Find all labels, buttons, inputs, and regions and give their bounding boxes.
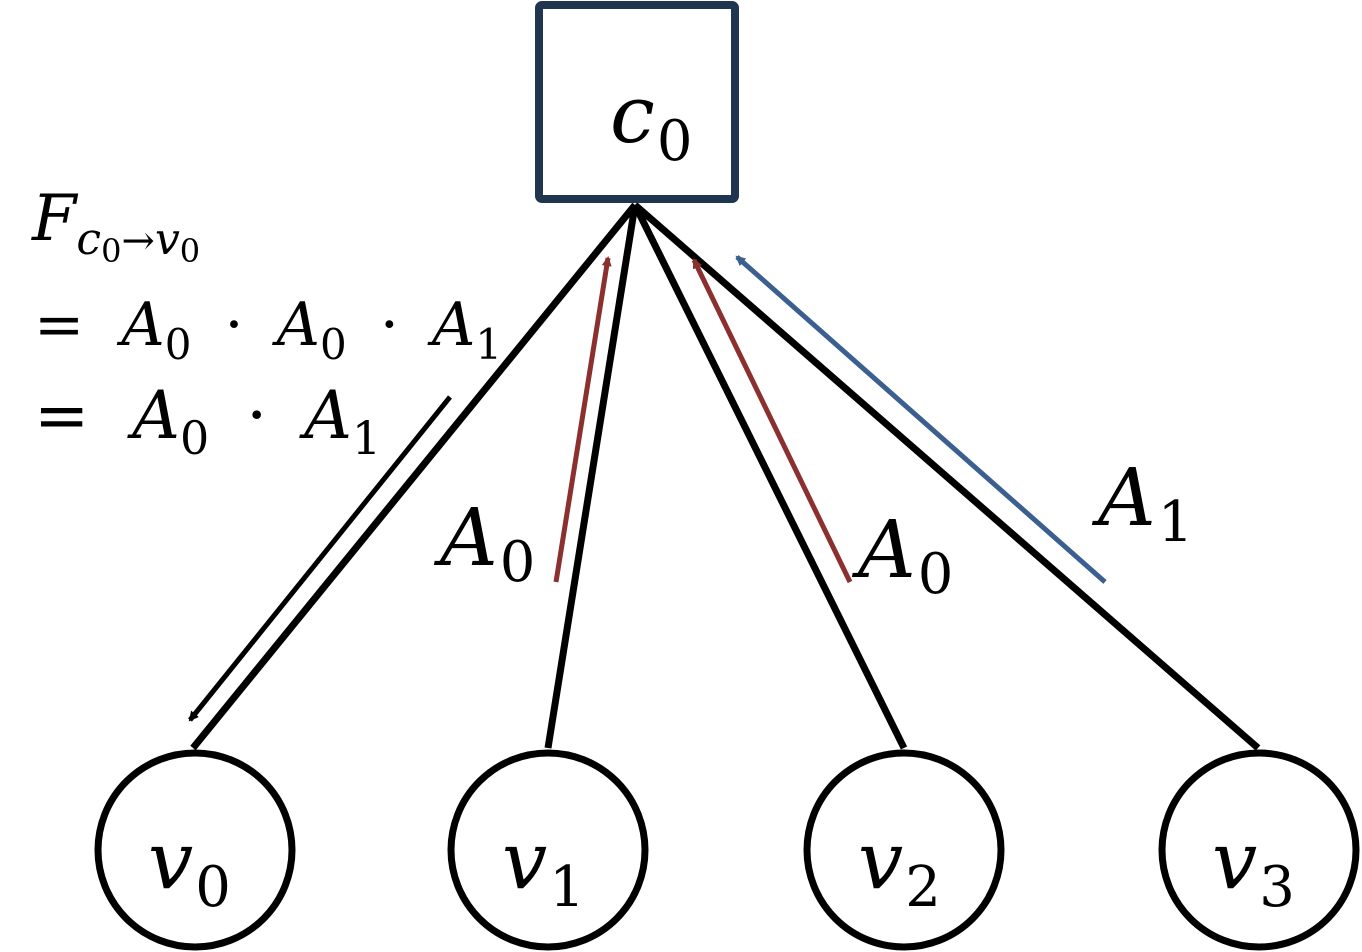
equation-line-1: = A0 · A0 · A1 — [34, 290, 502, 374]
factor-label: c0 — [610, 68, 692, 174]
edge-c0-v1 — [544, 204, 639, 749]
outgoing-message-label: Fc0→v0 — [31, 182, 200, 270]
message-arrow-c0-to-v0 — [188, 395, 452, 722]
edge-c0-v2 — [631, 203, 908, 750]
equation-line-2: = A0 · A1 — [34, 377, 381, 470]
variable-node-v2: v2 — [803, 749, 1005, 951]
message-label-v3: A1 — [1091, 451, 1193, 555]
variable-node-v0: v0 — [94, 749, 296, 951]
message-arrow-v2-to-c0 — [691, 258, 853, 584]
factor-node-c0 — [535, 1, 739, 203]
message-label-v1: A0 — [433, 491, 535, 595]
message-label-v2: A0 — [851, 503, 953, 607]
message-arrow-v3-to-c0 — [735, 255, 1107, 584]
variable-node-v1: v1 — [447, 749, 649, 951]
svg-text:v0: v0 — [148, 814, 231, 920]
message-arrow-v1-to-c0 — [553, 256, 612, 583]
svg-text:v2: v2 — [858, 814, 941, 920]
edge-c0-v0 — [190, 202, 638, 751]
edge-c0-v3 — [632, 202, 1261, 751]
svg-text:v1: v1 — [502, 814, 585, 920]
svg-text:v3: v3 — [1212, 814, 1295, 920]
variable-node-v3: v3 — [1158, 749, 1360, 951]
